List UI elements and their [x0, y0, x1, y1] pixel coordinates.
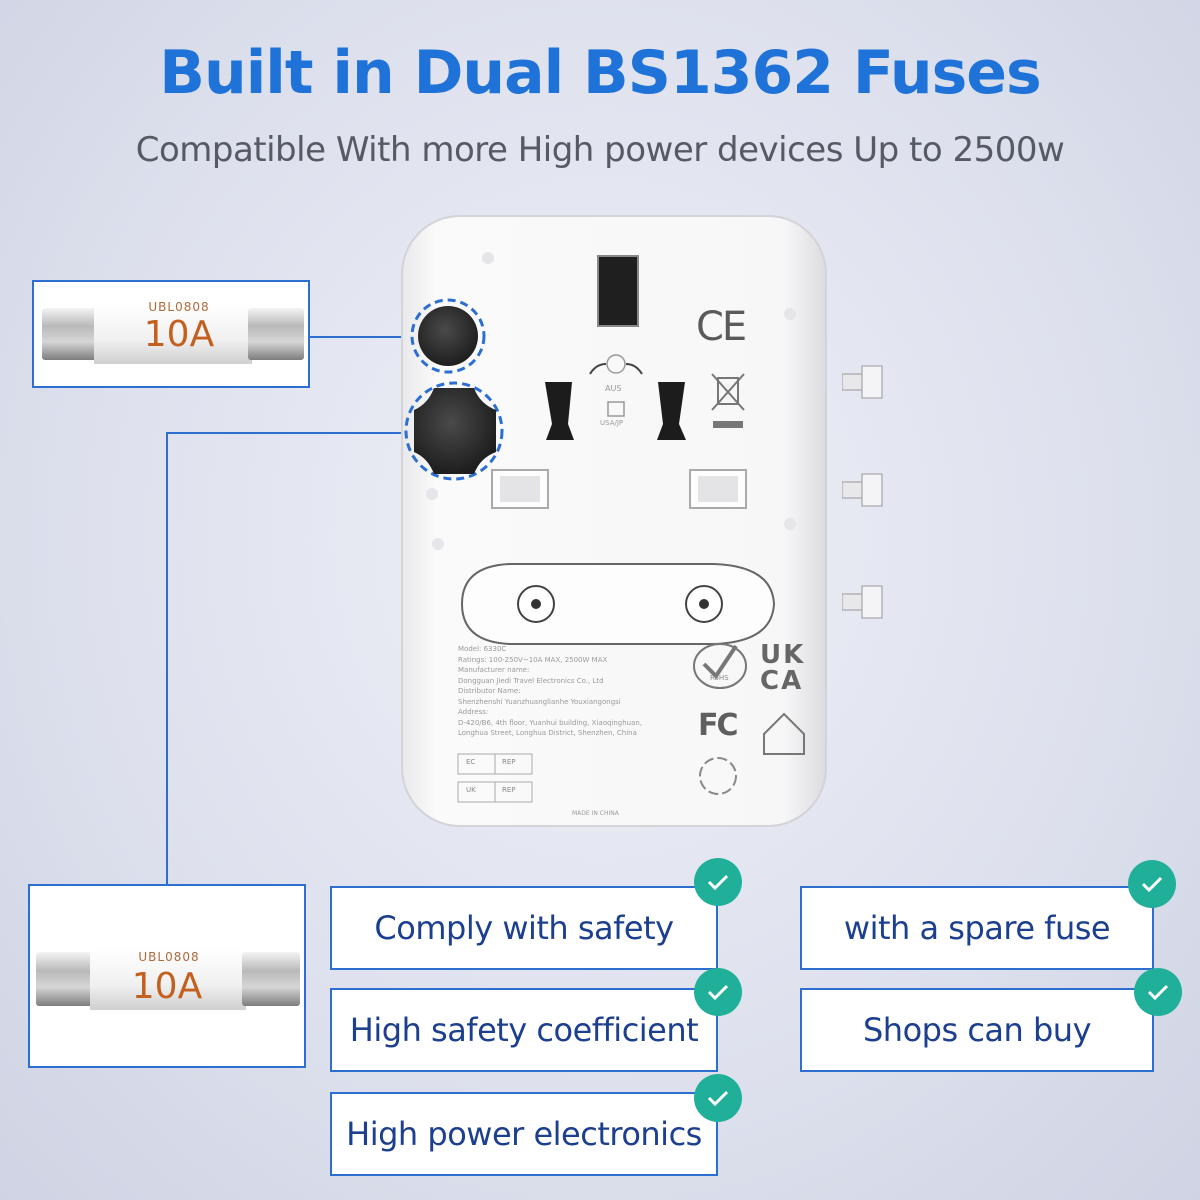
fc-mark: FC: [698, 708, 738, 743]
spec-line: Shenzhenshi Yuanzhuanglianhe Youxiangong…: [458, 697, 621, 706]
spec-label: Model: 6330C Ratings: 100-250V~10A MAX, …: [458, 644, 688, 739]
check-icon: [1128, 860, 1176, 908]
ukca-bottom: CA: [760, 666, 804, 696]
fuse-callout-top: UBL0808 10A: [32, 280, 310, 388]
uk-label: UK: [466, 786, 476, 794]
fuse-rating: 10A: [143, 314, 215, 355]
feature-high-power: High power electronics: [330, 1092, 718, 1176]
spec-line: D-420/B6, 4th floor, Yuanhui building, X…: [458, 718, 643, 727]
uk-rep-label: REP: [502, 786, 516, 794]
page-title: Built in Dual BS1362 Fuses: [159, 38, 1041, 108]
check-icon: [694, 968, 742, 1016]
made-in-label: MADE IN CHINA: [572, 810, 619, 817]
check-icon: [694, 1074, 742, 1122]
spec-line: Ratings: 100-250V~10A MAX, 2500W MAX: [458, 655, 608, 664]
ukca-top: UK: [760, 640, 806, 670]
check-icon: [1134, 968, 1182, 1016]
ec-label: EC: [466, 758, 476, 766]
travel-adapter: CE AUS USA/JP UK CA RoHS FC Model: 6330C…: [400, 214, 828, 828]
spec-line: Longhua Street, Longhua District, Shenzh…: [458, 729, 637, 737]
fuse-icon: [36, 948, 300, 1010]
adapter-body-icon: [401, 215, 827, 827]
check-icon: [694, 858, 742, 906]
spec-line: Address:: [458, 708, 489, 716]
feature-comply-safety: Comply with safety: [330, 886, 718, 970]
spec-line: Manufacturer name:: [458, 666, 530, 674]
connector-line-top: [308, 336, 414, 338]
plug-slider-icon[interactable]: [842, 584, 886, 620]
connector-line-mid: [166, 432, 410, 434]
aus-label: AUS: [605, 384, 622, 393]
feature-safety-coefficient: High safety coefficient: [330, 988, 718, 1072]
page-subtitle: Compatible With more High power devices …: [135, 130, 1065, 170]
fuse-brand: UBL0808: [138, 950, 200, 964]
feature-spare-fuse: with a spare fuse: [800, 886, 1154, 970]
rohs-label: RoHS: [710, 674, 729, 682]
ce-mark: CE: [696, 304, 747, 350]
plug-slider-icon[interactable]: [842, 472, 886, 508]
fuse-rating: 10A: [131, 966, 203, 1007]
spec-line: Model: 6330C: [458, 645, 507, 653]
spec-line: Distributor Name:: [458, 687, 521, 695]
fuse-brand: UBL0808: [148, 300, 210, 314]
spec-line: Dongguan Jiedi Travel Electronics Co., L…: [458, 676, 604, 685]
connector-line-vertical: [166, 432, 168, 886]
plug-slider-icon[interactable]: [842, 364, 886, 400]
fuse-icon: [42, 304, 304, 364]
fuse-callout-bottom: UBL0808 10A: [28, 884, 306, 1068]
feature-shops-can-buy: Shops can buy: [800, 988, 1154, 1072]
ukca-mark: UK CA: [760, 642, 805, 694]
ec-rep-label: REP: [502, 758, 516, 766]
usa-jp-label: USA/JP: [600, 419, 624, 427]
